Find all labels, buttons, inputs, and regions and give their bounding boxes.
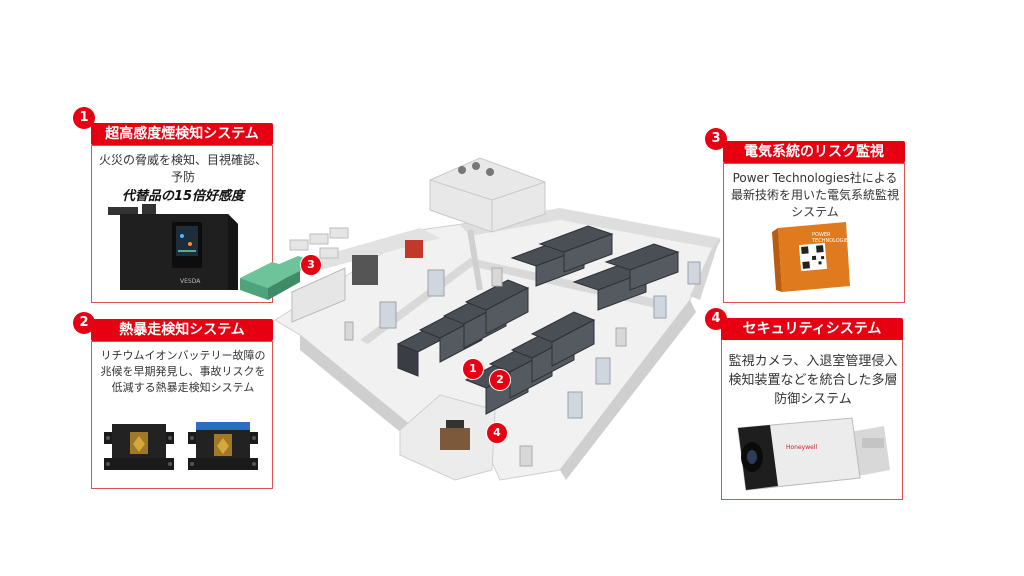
panel-highlight-sensitivity: 代替品の15倍好感度 xyxy=(121,189,245,204)
panel-number-3: 3 xyxy=(705,128,727,150)
power-tech-label: POWER TECHNOLOGIES xyxy=(812,232,852,244)
panel-desc-electrical-monitoring: Power Technologies社による最新技術を用いた電気系統監視システム xyxy=(730,171,899,219)
panel-number-4: 4 xyxy=(705,308,727,330)
panel-title-smoke-detection: 超高感度煙検知システム xyxy=(91,123,273,145)
panel-desc-security-system: 監視カメラ、入退室管理侵入検知装置などを統合した多層防御システム xyxy=(728,354,898,407)
panel-number-2: 2 xyxy=(73,312,95,334)
marker-2: 2 xyxy=(489,369,511,391)
vesda-label: VESDA xyxy=(180,278,201,285)
panel-desc-thermal-runaway: リチウムイオンバッテリー故障の兆候を早期発見し、事故リスクを低減する熱暴走検知シ… xyxy=(100,349,266,394)
panel-title-thermal-runaway: 熱暴走検知システム xyxy=(91,319,273,341)
panel-title-security-system: セキュリティシステム xyxy=(721,318,903,340)
marker-3: 3 xyxy=(300,254,322,276)
panel-title-electrical-monitoring: 電気系統のリスク監視 xyxy=(723,141,905,163)
panel-number-1: 1 xyxy=(73,107,95,129)
panel-desc-smoke-detection: 火災の脅威を検知、目視確認、予防 xyxy=(98,153,267,184)
marker-4: 4 xyxy=(486,422,508,444)
honeywell-label: Honeywell xyxy=(786,444,818,451)
marker-1: 1 xyxy=(462,358,484,380)
